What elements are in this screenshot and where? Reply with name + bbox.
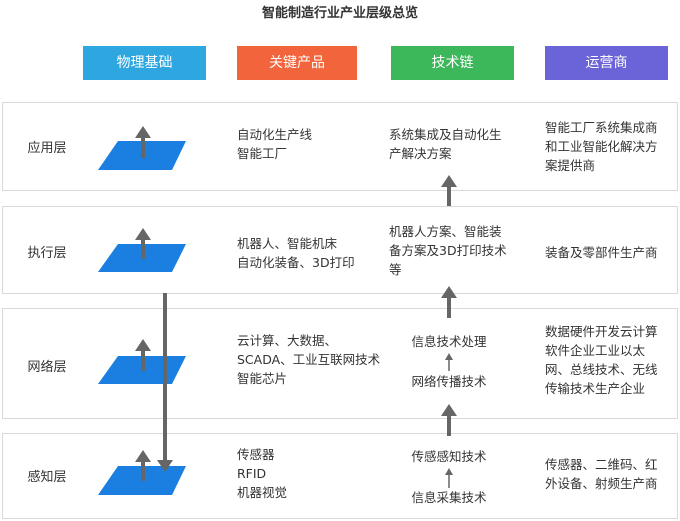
tech-perception-upper: 传感感知技术 — [411, 449, 487, 464]
header-key-products: 关键产品 — [237, 46, 357, 80]
tech-perception-lower: 信息采集技术 — [411, 490, 487, 505]
products-network: 云计算、大数据、 SCADA、工业互联网技术 智能芯片 — [237, 333, 381, 386]
layer-label-perception: 感知层 — [27, 470, 67, 485]
operators-application: 智能工厂系统集成商 和工业智能化解决方 案提供商 — [545, 120, 658, 173]
operators-execution: 装备及零部件生产商 — [545, 245, 658, 260]
tech-network-lower: 网络传播技术 — [411, 374, 487, 389]
products-application: 自动化生产线 智能工厂 — [237, 127, 313, 161]
layer-label-execution: 执行层 — [27, 246, 67, 261]
tech-application: 系统集成及自动化生 产解决方案 — [389, 127, 502, 161]
layer-label-network: 网络层 — [27, 360, 67, 375]
layer-label-application: 应用层 — [27, 141, 67, 156]
diagram-title: 智能制造行业产业层级总览 — [261, 6, 418, 21]
products-execution: 机器人、智能机床 自动化装备、3D打印 — [237, 236, 355, 270]
header-tech-chain: 技术链 — [391, 46, 514, 80]
header-operators: 运营商 — [545, 46, 668, 80]
tech-network-upper: 信息技术处理 — [411, 334, 487, 349]
operators-network: 数据硬件开发云计算 软件企业工业以太 网、总线技术、无线 传输技术生产企业 — [545, 324, 658, 396]
tech-execution: 机器人方案、智能装 备方案及3D打印技术 等 — [389, 224, 507, 277]
products-perception: 传感器 RFID 机器视觉 — [237, 447, 288, 500]
header-physical-basis: 物理基础 — [83, 46, 206, 80]
operators-perception: 传感器、二维码、红 外设备、射频生产商 — [545, 457, 658, 491]
